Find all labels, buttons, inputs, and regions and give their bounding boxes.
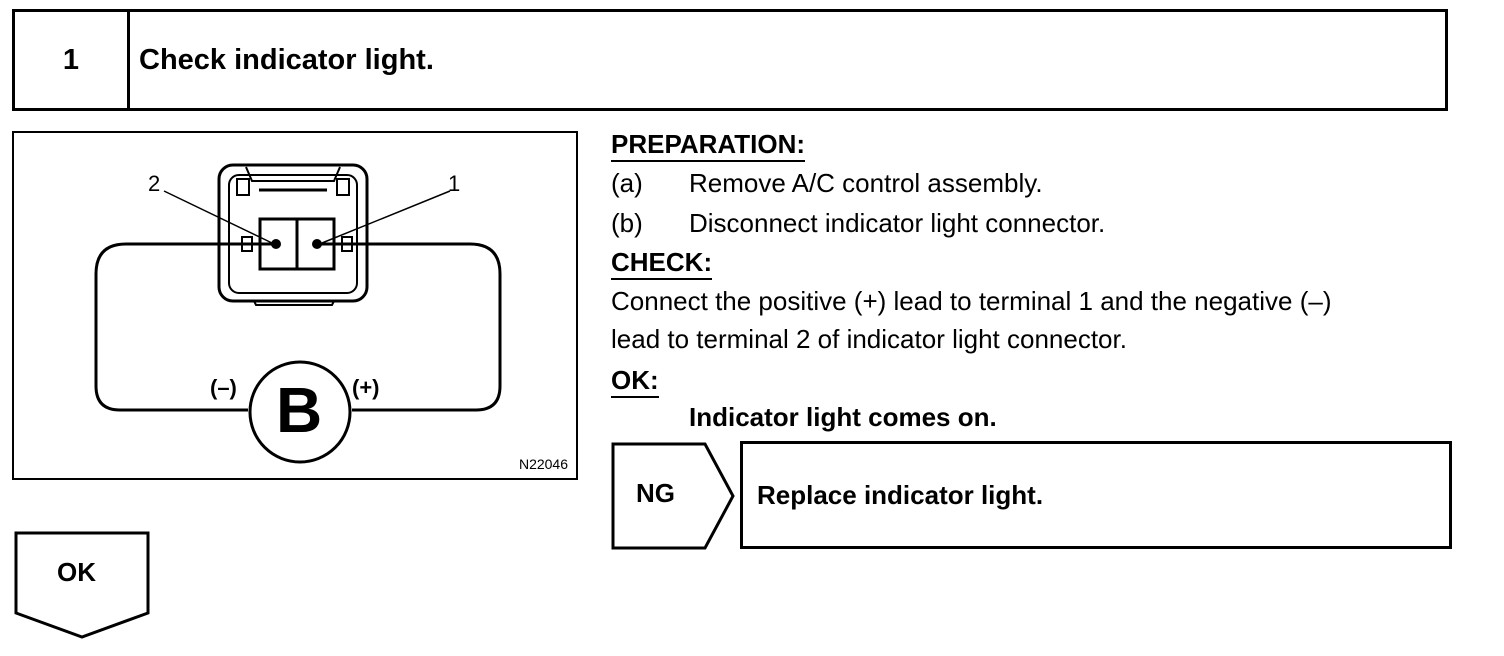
step-number: 1 (15, 12, 130, 108)
preparation-item-b: (b)Disconnect indicator light connector. (611, 208, 1106, 238)
check-heading: CHECK: (611, 248, 713, 280)
ok-result: Indicator light comes on. (689, 402, 997, 432)
terminal-2-label: 2 (148, 171, 161, 196)
ng-action-text: Replace indicator light. (757, 479, 1044, 510)
positive-polarity-label: (+) (352, 375, 380, 400)
terminal-1-label: 1 (448, 171, 461, 196)
ok-heading: OK: (611, 366, 659, 398)
figure-code: N22046 (518, 456, 568, 472)
connector-diagram: 2 1 (–) (+) B N22046 (12, 131, 578, 480)
ok-label: OK (57, 557, 96, 587)
preparation-item-a: (a)Remove A/C control assembly. (611, 168, 1043, 198)
step-title: Check indicator light. (139, 43, 434, 76)
negative-polarity-label: (–) (210, 375, 237, 400)
ok-arrow-icon (14, 531, 150, 639)
ng-arrow-icon (611, 442, 735, 550)
ng-action-box: Replace indicator light. (740, 441, 1452, 549)
step-header: 1 Check indicator light. (12, 9, 1448, 111)
preparation-heading: PREPARATION: (611, 130, 806, 162)
check-line-2: lead to terminal 2 of indicator light co… (611, 324, 1127, 354)
connector-circuit-drawing (94, 163, 502, 464)
check-line-1: Connect the positive (+) lead to termina… (611, 286, 1332, 316)
ng-label: NG (636, 478, 675, 508)
battery-letter: B (276, 374, 323, 446)
